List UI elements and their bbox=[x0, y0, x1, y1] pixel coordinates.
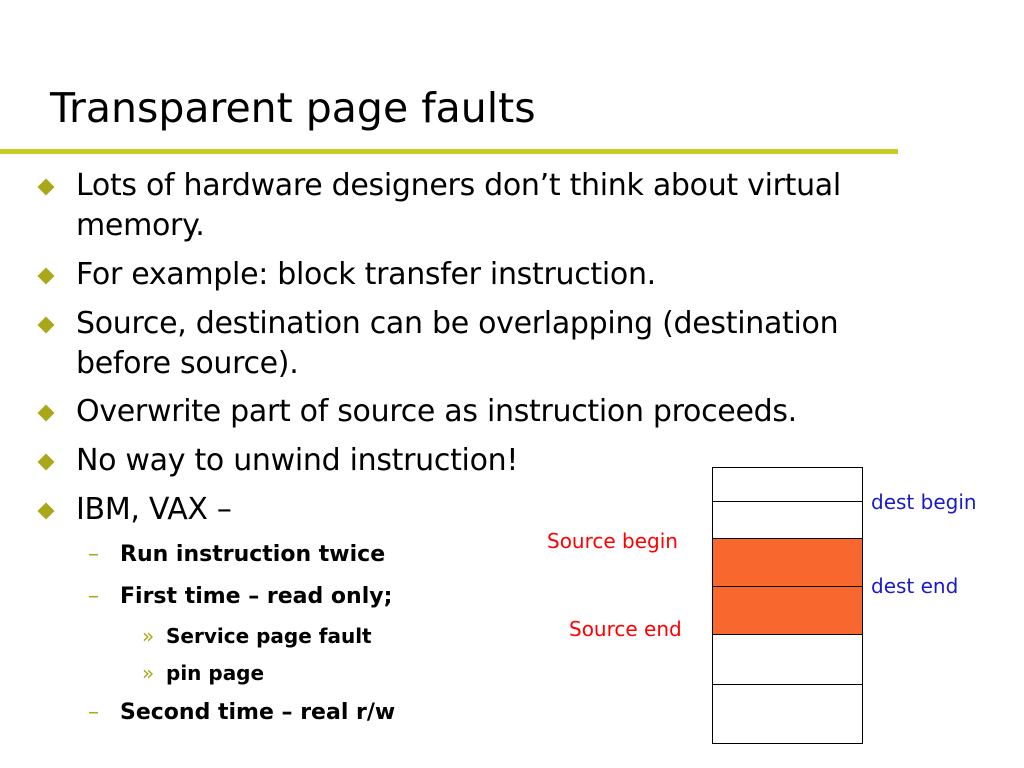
sub-bullet-3-text: Second time – real r/w bbox=[120, 700, 396, 725]
bullet-5: No way to unwind instruction! bbox=[37, 441, 519, 481]
dash-bullet-icon: – bbox=[88, 700, 99, 725]
memory-cell bbox=[712, 467, 863, 502]
bullet-2-text: For example: block transfer instruction. bbox=[76, 257, 656, 292]
memory-cell-highlighted bbox=[712, 538, 863, 587]
bullet-2: For example: block transfer instruction. bbox=[37, 255, 656, 295]
slide-title: Transparent page faults bbox=[50, 84, 536, 132]
bullet-1: Lots of hardware designers don’t think a… bbox=[37, 166, 996, 246]
memory-diagram bbox=[712, 467, 863, 744]
memory-cell-highlighted bbox=[712, 586, 863, 635]
raquo-bullet-icon: » bbox=[142, 624, 155, 648]
memory-cell bbox=[712, 634, 863, 685]
raquo-bullet-icon: » bbox=[142, 661, 155, 685]
sub-sub-bullet-1: » Service page fault bbox=[142, 622, 372, 650]
diamond-bullet-icon bbox=[37, 502, 55, 520]
dest-begin-label: dest begin bbox=[871, 490, 977, 514]
bullet-6-text: IBM, VAX – bbox=[76, 492, 232, 527]
diamond-bullet-icon bbox=[37, 316, 55, 334]
sub-bullet-1-text: Run instruction twice bbox=[120, 542, 386, 567]
diamond-bullet-icon bbox=[37, 404, 55, 422]
sub-sub-bullet-1-text: Service page fault bbox=[166, 624, 372, 648]
bullet-3: Source, destination can be overlapping (… bbox=[37, 304, 996, 384]
diamond-bullet-icon bbox=[37, 453, 55, 471]
sub-sub-bullet-2-text: pin page bbox=[166, 661, 265, 685]
sub-bullet-2-text: First time – read only; bbox=[120, 584, 393, 609]
bullet-1-line1: Lots of hardware designers don’t think a… bbox=[76, 168, 841, 203]
source-end-label: Source end bbox=[569, 617, 682, 641]
sub-bullet-3: – Second time – real r/w bbox=[88, 698, 396, 728]
sub-sub-bullet-2: » pin page bbox=[142, 659, 265, 687]
sub-bullet-2: – First time – read only; bbox=[88, 582, 393, 612]
sub-bullet-1: – Run instruction twice bbox=[88, 540, 386, 570]
memory-cell bbox=[712, 501, 863, 539]
bullet-4-text: Overwrite part of source as instruction … bbox=[76, 394, 797, 429]
bullet-5-text: No way to unwind instruction! bbox=[76, 443, 519, 478]
diamond-bullet-icon bbox=[37, 178, 55, 196]
dest-end-label: dest end bbox=[871, 574, 959, 598]
dash-bullet-icon: – bbox=[88, 584, 99, 609]
diamond-bullet-icon bbox=[37, 267, 55, 285]
bullet-3-line2: before source). bbox=[76, 346, 299, 381]
source-begin-label: Source begin bbox=[547, 529, 678, 553]
bullet-6: IBM, VAX – bbox=[37, 490, 232, 530]
bullet-3-line1: Source, destination can be overlapping (… bbox=[76, 306, 839, 341]
dash-bullet-icon: – bbox=[88, 542, 99, 567]
title-underline bbox=[0, 149, 898, 154]
bullet-1-line2: memory. bbox=[76, 208, 205, 243]
memory-cell bbox=[712, 684, 863, 744]
bullet-4: Overwrite part of source as instruction … bbox=[37, 392, 797, 432]
